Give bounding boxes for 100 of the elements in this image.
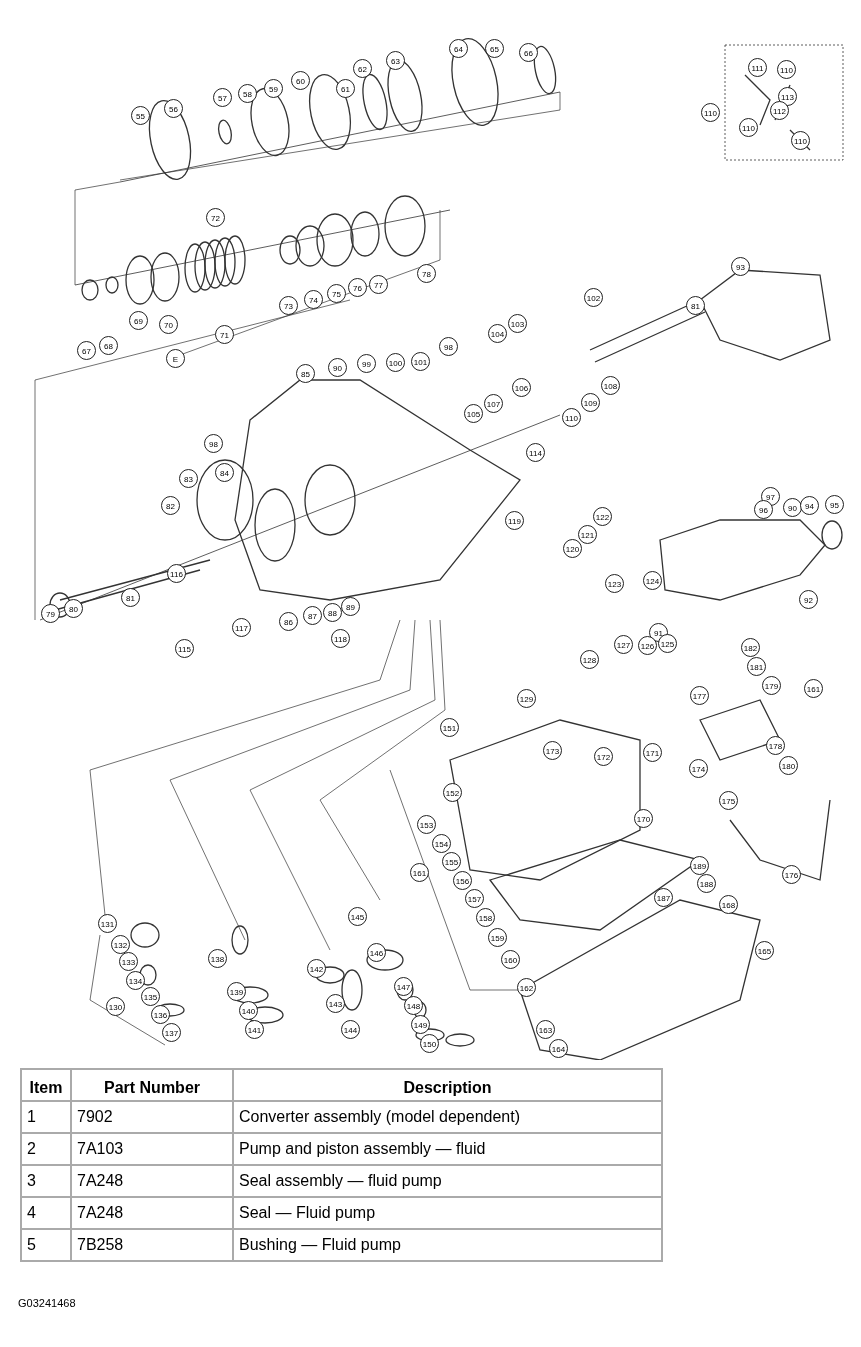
callout-number: 58 <box>238 84 257 103</box>
callout-number: 104 <box>488 324 507 343</box>
callout-number: 155 <box>442 852 461 871</box>
callout-number: 100 <box>386 353 405 372</box>
callout-number: 141 <box>245 1020 264 1039</box>
callout-number: 129 <box>517 689 536 708</box>
callout-number: 117 <box>232 618 251 637</box>
callout-number: 64 <box>449 39 468 58</box>
callout-number: 182 <box>741 638 760 657</box>
column-header: Description <box>233 1069 662 1101</box>
table-cell: 4 <box>21 1197 71 1229</box>
callout-number: 96 <box>754 500 773 519</box>
callout-number: 187 <box>654 888 673 907</box>
table-cell: 2 <box>21 1133 71 1165</box>
callout-number: 153 <box>417 815 436 834</box>
callout-number: 149 <box>411 1015 430 1034</box>
callout-number: 124 <box>643 571 662 590</box>
callout-number: 189 <box>690 856 709 875</box>
callout-number: 110 <box>701 103 720 122</box>
callout-number: 88 <box>323 603 342 622</box>
callout-number: 163 <box>536 1020 555 1039</box>
callout-number: 90 <box>328 358 347 377</box>
callout-number: 82 <box>161 496 180 515</box>
callout-number: 159 <box>488 928 507 947</box>
callout-number: 108 <box>601 376 620 395</box>
callout-number: 83 <box>179 469 198 488</box>
callout-number: 102 <box>584 288 603 307</box>
callout-number: 146 <box>367 943 386 962</box>
callout-number: 110 <box>777 60 796 79</box>
callout-number: 138 <box>208 949 227 968</box>
callout-number: 147 <box>394 977 413 996</box>
callout-number: 180 <box>779 756 798 775</box>
callout-number: 112 <box>770 101 789 120</box>
callout-number: 90 <box>783 498 802 517</box>
callout-number: 77 <box>369 275 388 294</box>
callout-number: 110 <box>791 131 810 150</box>
callout-number: 89 <box>341 597 360 616</box>
callout-number: 131 <box>98 914 117 933</box>
callout-number: 145 <box>348 907 367 926</box>
table-cell: 7902 <box>71 1101 233 1133</box>
callout-number: 86 <box>279 612 298 631</box>
callout-number: 67 <box>77 341 96 360</box>
callout-number: 178 <box>766 736 785 755</box>
callout-number: 85 <box>296 364 315 383</box>
callout-number: 56 <box>164 99 183 118</box>
callout-number: 154 <box>432 834 451 853</box>
callout-number: 160 <box>501 950 520 969</box>
callout-number: 95 <box>825 495 844 514</box>
table-cell: 7A248 <box>71 1197 233 1229</box>
callout-number: 152 <box>443 783 462 802</box>
callout-number: 55 <box>131 106 150 125</box>
callout-number: 165 <box>755 941 774 960</box>
callout-number: 84 <box>215 463 234 482</box>
table-cell: 3 <box>21 1165 71 1197</box>
callout-number: 171 <box>643 743 662 762</box>
callout-number: 143 <box>326 994 345 1013</box>
callout-number: 80 <box>64 599 83 618</box>
callout-number: 116 <box>167 564 186 583</box>
callout-number: 181 <box>747 657 766 676</box>
callout-number: 126 <box>638 636 657 655</box>
callout-number: 144 <box>341 1020 360 1039</box>
callout-number: 157 <box>465 889 484 908</box>
callout-number: 78 <box>417 264 436 283</box>
callout-number: 75 <box>327 284 346 303</box>
table-cell: Pump and piston assembly — fluid <box>233 1133 662 1165</box>
callout-number: 74 <box>304 290 323 309</box>
callout-number: 110 <box>739 118 758 137</box>
callout-number: 114 <box>526 443 545 462</box>
callout-number: 148 <box>404 996 423 1015</box>
callout-number: 81 <box>686 296 705 315</box>
callout-number: 63 <box>386 51 405 70</box>
callout-number: 179 <box>762 676 781 695</box>
callout-number: 137 <box>162 1023 181 1042</box>
column-header: Part Number <box>71 1069 233 1101</box>
callout-number: 170 <box>634 809 653 828</box>
callout-number: 110 <box>562 408 581 427</box>
callout-number: 70 <box>159 315 178 334</box>
callout-number: 118 <box>331 629 350 648</box>
callout-number: 62 <box>353 59 372 78</box>
callout-number: 61 <box>336 79 355 98</box>
table-cell: Converter assembly (model dependent) <box>233 1101 662 1133</box>
callout-number: 103 <box>508 314 527 333</box>
callout-number: 176 <box>782 865 801 884</box>
callout-number: 136 <box>151 1005 170 1024</box>
callout-number: 73 <box>279 296 298 315</box>
callout-number: 174 <box>689 759 708 778</box>
callout-number: 128 <box>580 650 599 669</box>
callout-number: 57 <box>213 88 232 107</box>
callout-number: 134 <box>126 971 145 990</box>
callout-number: 68 <box>99 336 118 355</box>
callout-number: 106 <box>512 378 531 397</box>
callout-number: 142 <box>307 959 326 978</box>
callout-number: 111 <box>748 58 767 77</box>
callout-number: 119 <box>505 511 524 530</box>
figure-code: G03241468 <box>18 1297 76 1309</box>
callout-number: 173 <box>543 741 562 760</box>
callout-number: 133 <box>119 952 138 971</box>
callout-number: 60 <box>291 71 310 90</box>
callout-number: 98 <box>439 337 458 356</box>
table-cell: 1 <box>21 1101 71 1133</box>
